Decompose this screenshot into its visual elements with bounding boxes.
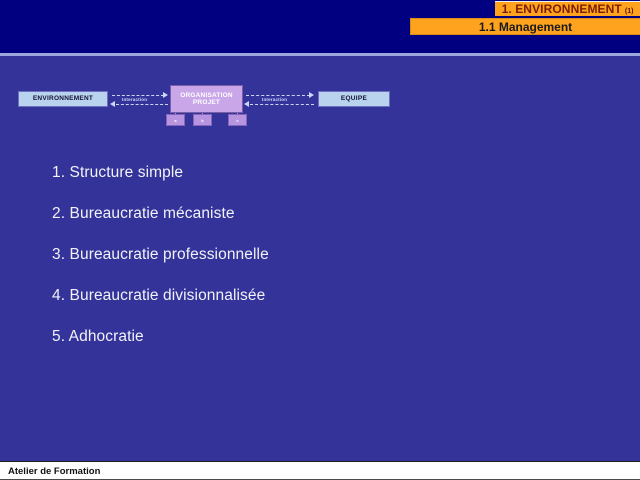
- node-organisation-line1: ORGANISATION: [180, 91, 233, 99]
- footer-top-rule: [0, 461, 640, 462]
- footer-label: Atelier de Formation: [8, 465, 101, 477]
- node-organisation-projet: ORGANISATION PROJET: [170, 85, 243, 113]
- interaction-diagram: Interaction Interaction ENVIRONNEMENT OR…: [0, 84, 400, 130]
- sub-node-b: b: [193, 114, 212, 126]
- node-environnement: ENVIRONNEMENT: [18, 91, 108, 107]
- page-title-suffix: (1): [624, 7, 634, 15]
- list-item: 2. Bureaucratie mécaniste: [52, 205, 235, 222]
- slide-body: [0, 0, 640, 462]
- arrow-label-left: Interaction: [122, 97, 148, 102]
- list-item: 3. Bureaucratie professionnelle: [52, 246, 269, 263]
- list-item: 4. Bureaucratie divisionnalisée: [52, 287, 266, 304]
- sub-node-c: c: [228, 114, 247, 126]
- arrow-equipe-to-org-head: [244, 101, 249, 107]
- blue-rounded-shape: [0, 0, 640, 462]
- node-environnement-label: ENVIRONNEMENT: [32, 95, 94, 103]
- arrow-env-to-org-line: [112, 95, 164, 96]
- arrow-org-to-equipe-line: [246, 95, 310, 96]
- slide-title-bar: 1. ENVIRONNEMENT (1): [495, 1, 640, 16]
- content-list: 1. Structure simple 2. Bureaucratie méca…: [52, 164, 472, 369]
- node-equipe-label: EQUIPE: [340, 95, 368, 103]
- sub-node-a: a: [166, 114, 185, 126]
- arrow-label-right: Interaction: [262, 97, 288, 102]
- slide-subtitle-bar: 1.1 Management: [410, 18, 640, 35]
- arrow-org-to-env-line: [116, 104, 168, 105]
- arrow-env-to-org-head: [163, 92, 168, 98]
- sub-node-b-label: b: [201, 117, 204, 123]
- list-item: 1. Structure simple: [52, 164, 184, 181]
- node-organisation-line2: PROJET: [192, 99, 221, 106]
- list-item: 5. Adhocratie: [52, 328, 144, 345]
- arrow-org-to-env-head: [110, 101, 115, 107]
- page-title: 1. ENVIRONNEMENT: [501, 2, 622, 16]
- arrow-equipe-to-org-line: [250, 104, 314, 105]
- footer: Atelier de Formation: [0, 462, 640, 480]
- page-subtitle: 1.1 Management: [478, 19, 573, 34]
- sub-node-c-label: c: [236, 117, 239, 123]
- band-divider: [0, 53, 640, 56]
- node-equipe: EQUIPE: [318, 91, 390, 107]
- arrow-org-to-equipe-head: [309, 92, 314, 98]
- sub-node-a-label: a: [174, 117, 177, 123]
